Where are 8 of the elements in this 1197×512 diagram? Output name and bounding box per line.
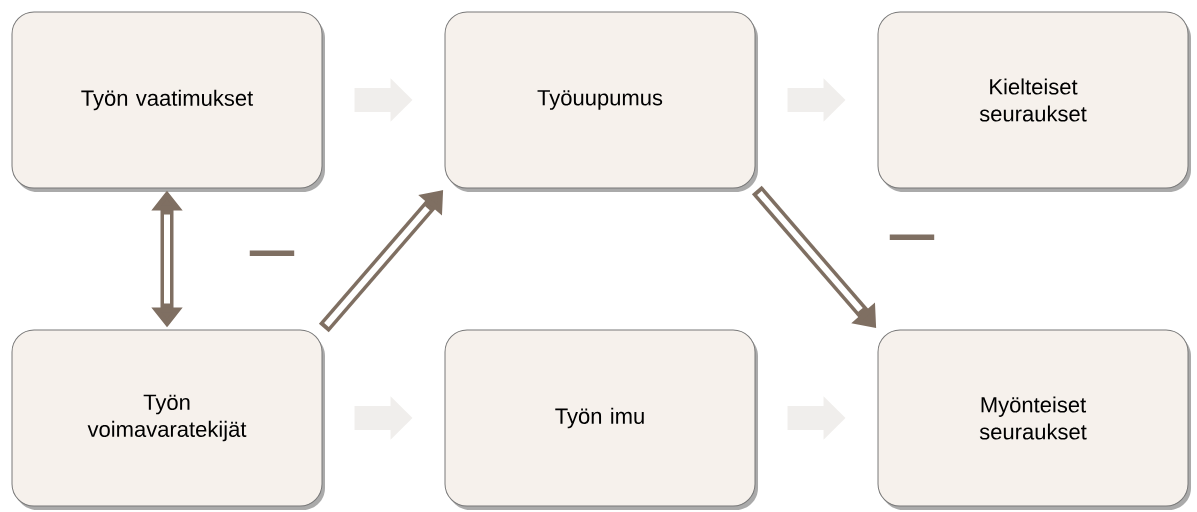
process-box: Työn vaatimukset (11, 11, 325, 192)
process-box: Työn imu (444, 329, 758, 510)
process-box: Työuupumus (444, 11, 758, 192)
process-box: Kielteiset seuraukset (877, 11, 1191, 192)
process-box: Työn voimavaratekijät (11, 329, 325, 510)
minus-sign: – (889, 234, 935, 240)
minus-sign: – (249, 250, 295, 256)
process-box: Myönteiset seuraukset (877, 329, 1191, 510)
